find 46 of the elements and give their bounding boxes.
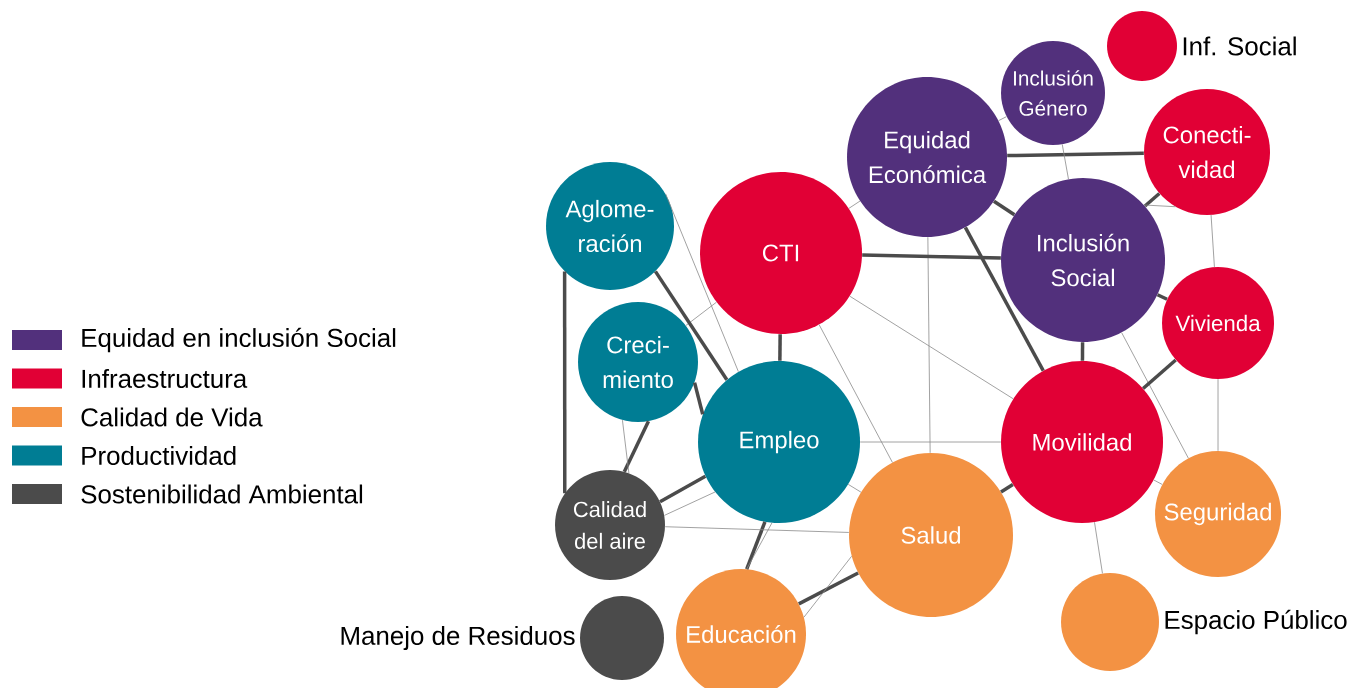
connector-line [1141,358,1177,390]
connector-line [663,491,716,516]
connector-line [622,420,651,473]
connector-line [963,226,1045,372]
connector-line [862,253,1001,260]
connector-line [1007,151,1144,158]
connector-line [745,521,767,570]
connector-line [622,419,630,474]
connector-line [927,236,931,454]
connector-line [685,301,717,326]
connector-line [665,193,739,373]
connector-line [1121,332,1189,459]
node-label: Espacio Público [1165,609,1347,635]
connector-line [818,324,893,463]
connector-line [778,334,782,361]
connector-line [1094,521,1103,574]
legend-label: Calidad de Vida [81,407,263,427]
connector-line [659,474,707,504]
connector-line [1143,192,1161,208]
connector-line [1156,293,1168,301]
connector-line [992,199,1016,217]
connector-line [848,200,861,209]
connector-line [849,295,1014,400]
connector-line [1080,342,1085,361]
connector-line [1153,479,1163,485]
connector-line [562,271,567,494]
connector-line [803,555,852,618]
connector-line [1000,483,1014,494]
legend-label: Sostenibilidad Ambiental [81,484,363,504]
node-label: Manejo de Residuos [341,625,575,651]
connector-line [1143,204,1176,208]
connector-line [847,484,862,493]
connector-line [664,526,850,533]
legend-label: Infraestructura [82,369,248,388]
legend-label: Productividad [82,446,236,465]
legend-label: Equidad en inclusión Social [82,327,396,353]
connector-line [746,522,773,570]
connector-line [859,441,1002,443]
connector-line [653,270,729,381]
connector-line [1217,378,1219,452]
connector-line [1210,214,1215,268]
connector-line [998,116,1007,122]
connector-line [1061,144,1069,180]
node-label: Inf. Social [1183,36,1296,56]
connector-line [798,571,859,606]
connector-line [692,382,705,415]
